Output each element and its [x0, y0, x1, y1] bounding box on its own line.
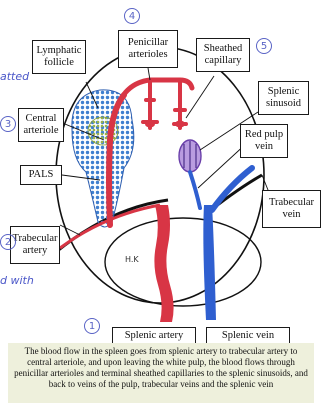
label-central-arteriole: Central arteriole: [18, 108, 64, 142]
label-trabecular-vein: Trabecular vein: [262, 190, 321, 228]
step-number-1: 1: [84, 318, 100, 334]
step-number-5: 5: [256, 38, 272, 54]
label-red-pulp-vein: Red pulp vein: [240, 124, 288, 158]
red-pulp-vein-vessel: [190, 172, 200, 208]
trabecular-vein-vessel: [212, 168, 252, 210]
lymphatic-follicle-shape: [72, 90, 134, 227]
label-splenic-sinusoid: Splenic sinusoid: [258, 81, 309, 115]
sheathed-capillary-bulb-2: [145, 121, 155, 128]
splenic-artery-vessel: [154, 205, 173, 322]
sheathed-capillary-bulb: [175, 121, 185, 128]
hk-note: H.K: [125, 255, 139, 264]
label-trabecular-artery: Trabecular artery: [10, 226, 60, 264]
label-lymphatic-follicle: Lymphatic follicle: [32, 40, 86, 74]
figure-caption: The blood flow in the spleen goes from s…: [8, 343, 314, 403]
step-number-3: 3: [0, 116, 16, 132]
label-pals: PALS: [20, 165, 62, 185]
step-number-4: 4: [124, 8, 140, 24]
step-number-2: 2: [0, 234, 16, 250]
label-sheathed-capillary: Sheathed capillary: [196, 38, 250, 72]
leader-trabecular-artery: [60, 225, 80, 235]
splenic-vein-vessel: [203, 205, 216, 320]
label-penicillar-arterioles: Penicillar arterioles: [118, 30, 178, 68]
hand-note-top: atted: [0, 70, 29, 83]
hand-note-bottom: d with: [0, 274, 34, 287]
